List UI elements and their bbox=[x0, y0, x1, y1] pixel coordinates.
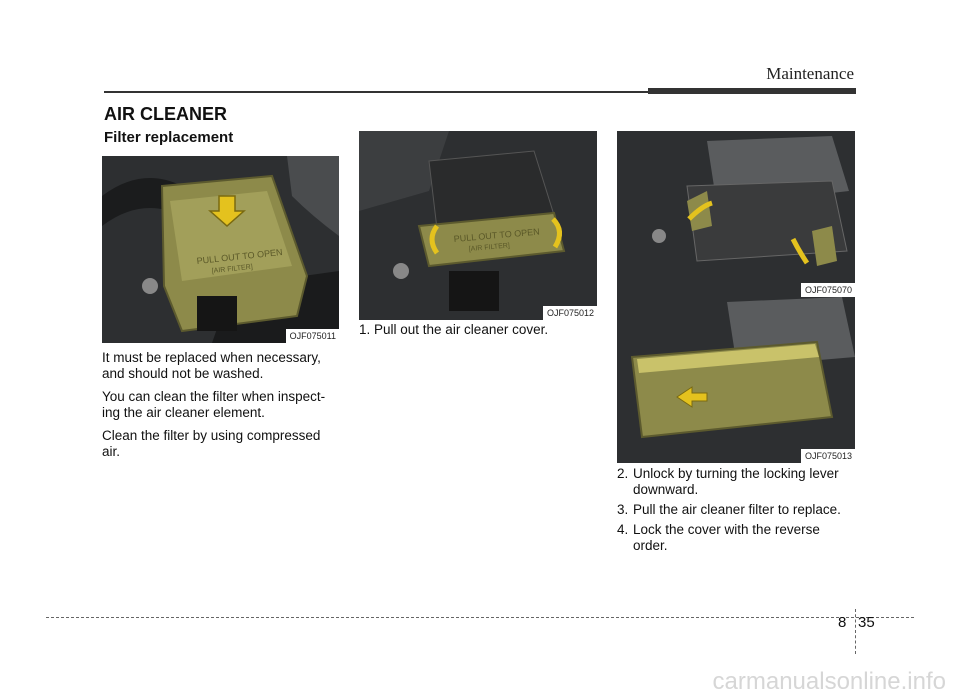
engine-photo-3 bbox=[617, 131, 855, 297]
figure-code: OJF075070 bbox=[800, 283, 855, 297]
footer-rule bbox=[46, 617, 914, 618]
fig1-sublabel: [AIR FILTER] bbox=[211, 264, 253, 275]
figure-air-cleaner-cover: PULL OUT TO OPEN [AIR FILTER] OJF075011 bbox=[102, 156, 339, 343]
step-text: Unlock by turning the locking lever down… bbox=[633, 466, 839, 497]
pull-arrow-icon bbox=[676, 386, 708, 408]
figure-code: OJF075012 bbox=[542, 306, 597, 320]
lever-arrow-2-icon bbox=[790, 237, 810, 265]
paragraph-compressed-air: Clean the filter by using compressed air… bbox=[102, 428, 321, 459]
curved-arrow-left-icon bbox=[429, 224, 440, 255]
figure-pull-out-cover: PULL OUT TO OPEN [AIR FILTER] OJF075012 bbox=[359, 131, 597, 320]
down-arrow-icon bbox=[208, 195, 246, 228]
figure-pull-filter: OJF075013 bbox=[617, 297, 855, 463]
engine-photo-2: PULL OUT TO OPEN [AIR FILTER] bbox=[359, 131, 597, 320]
engine-photo-4 bbox=[617, 297, 855, 463]
step-1: 1. Pull out the air cleaner cover. bbox=[359, 322, 549, 337]
step-text: Pull the air cleaner filter to replace. bbox=[633, 502, 841, 517]
watermark: carmanualsonline.info bbox=[712, 668, 946, 695]
left-text: It must be replaced when necessary, and … bbox=[102, 350, 340, 467]
header-rule bbox=[104, 91, 648, 93]
step-number: 4. bbox=[617, 522, 629, 537]
step-number: 2. bbox=[617, 466, 629, 481]
section-title: AIR CLEANER bbox=[104, 104, 228, 124]
middle-text: 1. Pull out the air cleaner cover. bbox=[359, 322, 597, 345]
paragraph-clean: You can clean the filter when inspect- i… bbox=[102, 389, 326, 420]
lever-arrow-1-icon bbox=[687, 200, 713, 221]
page-number-divider bbox=[855, 609, 856, 654]
bolt-icon bbox=[142, 278, 158, 294]
step-item: 3. Pull the air cleaner filter to replac… bbox=[617, 502, 857, 518]
page-number: 35 bbox=[858, 614, 875, 631]
section-subtitle: Filter replacement bbox=[104, 129, 234, 146]
step-item: 2. Unlock by turning the locking lever d… bbox=[617, 466, 857, 498]
figure-code: OJF075011 bbox=[285, 329, 339, 343]
header-title: Maintenance bbox=[766, 64, 854, 83]
header-rule-accent bbox=[648, 88, 856, 94]
step-number: 3. bbox=[617, 502, 629, 517]
paragraph-replace: It must be replaced when necessary, and … bbox=[102, 350, 321, 381]
figure-code: OJF075013 bbox=[800, 449, 855, 463]
figure-unlock-lever: OJF075070 bbox=[617, 131, 855, 297]
step-text: Lock the cover with the reverse order. bbox=[633, 522, 820, 553]
engine-photo-1: PULL OUT TO OPEN [AIR FILTER] bbox=[102, 156, 339, 343]
curved-arrow-right-icon bbox=[551, 217, 562, 249]
steps-list: 2. Unlock by turning the locking lever d… bbox=[617, 466, 857, 558]
section-number: 8 bbox=[838, 614, 847, 631]
step-item: 4. Lock the cover with the reverse order… bbox=[617, 522, 857, 554]
fig2-sublabel: [AIR FILTER] bbox=[469, 242, 511, 253]
